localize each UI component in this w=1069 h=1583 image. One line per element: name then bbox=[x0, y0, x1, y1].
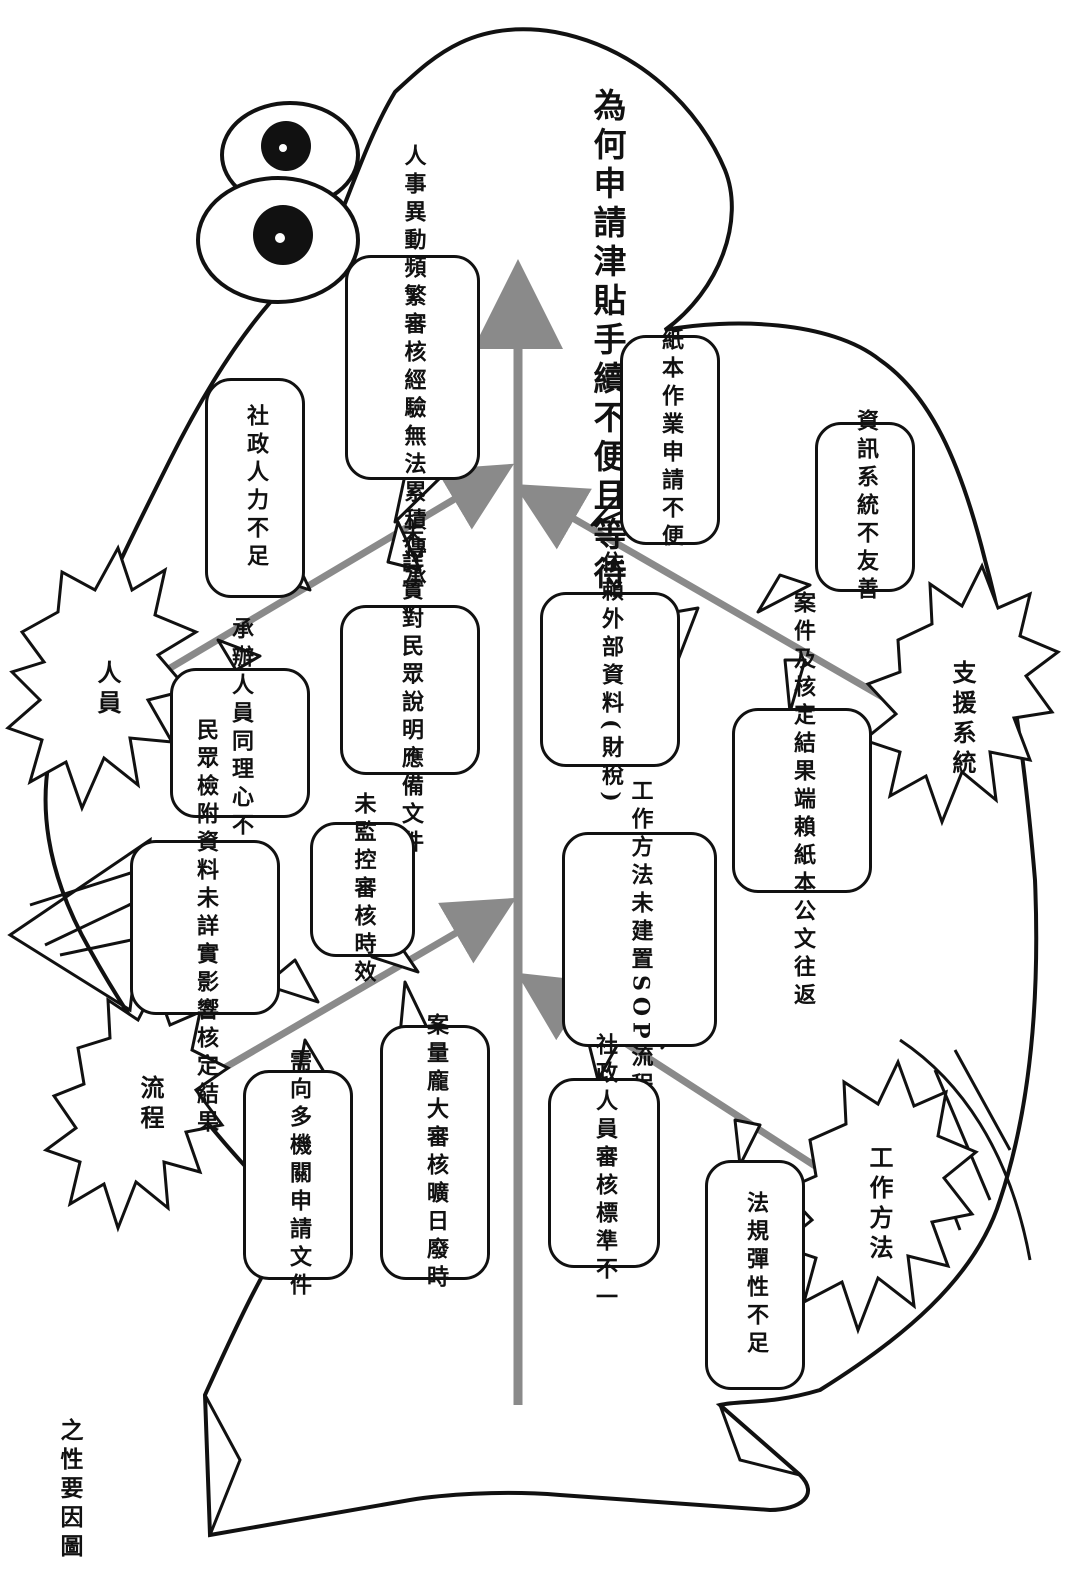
cause-text: 案件及核定結果端賴紙本公文往返 bbox=[789, 590, 816, 1011]
cause-bubble: 承辦人員同理心不足 bbox=[170, 617, 310, 869]
cause-text: 需向多機關申請文件 bbox=[285, 1049, 312, 1301]
cause-bubble: 社政人力不足 bbox=[205, 378, 305, 598]
category-label-support: 支援系統 bbox=[948, 660, 977, 780]
cause-bubble: 未詳實對民眾說明應備文件 bbox=[340, 522, 480, 858]
tail-fin-lower bbox=[718, 1403, 801, 1477]
cause-text: 社政人員審核標準不一 bbox=[591, 1033, 618, 1313]
cause-bubble: 案量龐大審核曠日廢時 bbox=[380, 1013, 490, 1293]
cause-bubble: 未監控審核時效 bbox=[310, 792, 415, 988]
category-label-personnel: 人員 bbox=[93, 660, 122, 720]
cause-bubble: 法規彈性不足 bbox=[705, 1160, 805, 1390]
category-label-process: 流程 bbox=[136, 1075, 165, 1135]
cause-text: 未詳實對民眾說明應備文件 bbox=[397, 522, 424, 858]
cause-bubble: 案件及核定結果端賴紙本公文往返 bbox=[732, 591, 872, 1011]
cause-bubble: 工作方法未建置SOP流程 bbox=[562, 779, 717, 1100]
cause-bubble: 資訊系統不友善 bbox=[815, 409, 915, 605]
cause-text: 承辦人員同理心不足 bbox=[227, 617, 254, 869]
tail-fin-upper bbox=[203, 1394, 242, 1536]
fish-eye-lower bbox=[196, 176, 360, 304]
cause-bubble: 紙本作業申請不便 bbox=[620, 328, 720, 552]
cause-text: 紙本作業申請不便 bbox=[657, 328, 684, 552]
cause-text: 資訊系統不友善 bbox=[852, 409, 879, 605]
cause-text: 社政人力不足 bbox=[242, 404, 269, 572]
category-label-method: 工作方法 bbox=[865, 1145, 894, 1265]
cause-text: 依賴外部資料(財稅) bbox=[597, 551, 624, 808]
cause-bubble: 人事異動頻繁審核經驗無法累積傳承 bbox=[345, 144, 480, 592]
cause-text: 民眾檢附資料未詳實影響核定結果 bbox=[192, 717, 219, 1138]
bone-personnel bbox=[148, 463, 515, 684]
bone-support bbox=[513, 483, 907, 714]
cause-text: 未監控審核時效 bbox=[350, 791, 377, 988]
cause-text: 人事異動頻繁審核經驗無法累積傳承 bbox=[400, 143, 427, 592]
figure-caption: 之性要因圖 bbox=[56, 1418, 83, 1563]
cause-text: 案量龐大審核曠日廢時 bbox=[422, 1012, 449, 1293]
cause-bubble: 社政人員審核標準不一 bbox=[548, 1033, 660, 1313]
cause-bubble: 依賴外部資料(財稅) bbox=[540, 551, 680, 808]
cause-bubble: 民眾檢附資料未詳實影響核定結果 bbox=[130, 718, 280, 1138]
cause-text: 工作方法未建置SOP流程 bbox=[627, 778, 654, 1101]
bone-process bbox=[193, 897, 517, 1089]
cause-bubble: 需向多機關申請文件 bbox=[243, 1049, 353, 1301]
cause-text: 法規彈性不足 bbox=[742, 1191, 769, 1359]
